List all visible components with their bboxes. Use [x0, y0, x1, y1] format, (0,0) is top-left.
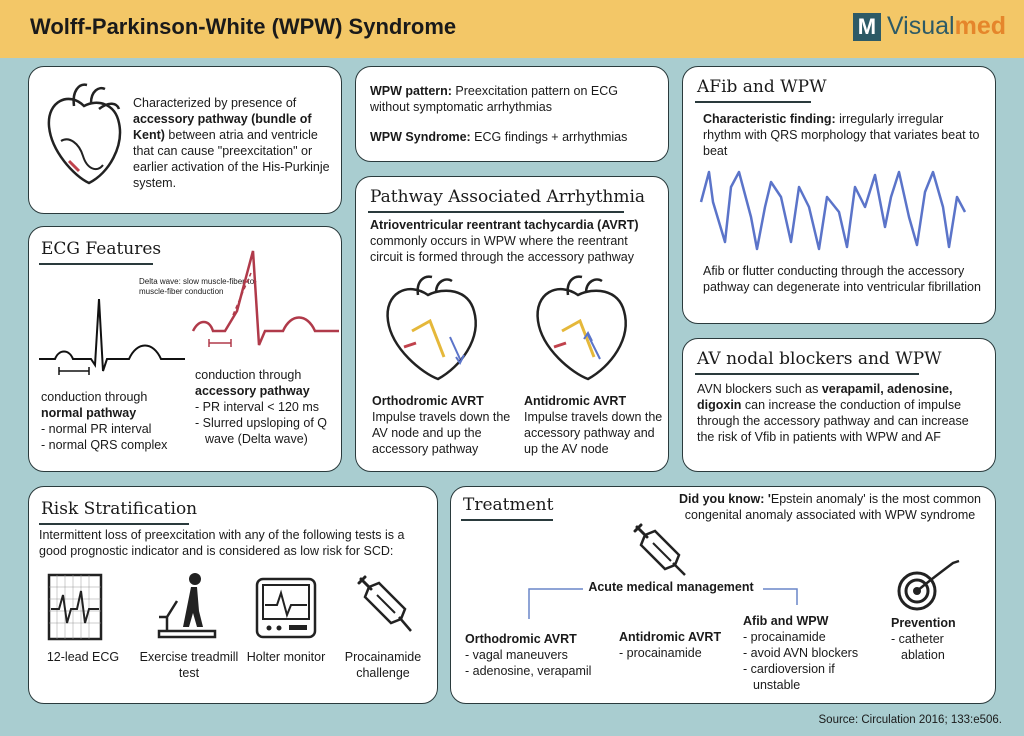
syringe-icon: [357, 575, 412, 632]
orthodromic-heart-icon: [386, 275, 477, 381]
anti-title: Antidromic AVRT: [524, 394, 627, 408]
page-title: Wolff-Parkinson-White (WPW) Syndrome: [30, 14, 457, 39]
holter-monitor-icon: [255, 577, 317, 639]
treat-ortho-title: Orthodromic AVRT: [465, 632, 577, 646]
risk-test-label: Exercise treadmill test: [139, 650, 239, 680]
risk-test-label: Holter monitor: [246, 650, 326, 664]
risk-test-label: 12-lead ECG: [46, 650, 120, 664]
afib-card: AFib and WPW Characteristic finding: irr…: [682, 66, 996, 324]
ecg-normal-item: normal PR interval: [41, 421, 181, 437]
intro-card: Characterized by presence of accessory p…: [28, 66, 342, 214]
treat-ortho-item: vagal maneuvers: [465, 647, 625, 663]
treadmill-icon: [157, 573, 217, 639]
treatment-card: Treatment Did you know: 'Epstein anomaly…: [450, 486, 996, 704]
afib-text: irregularly irregular rhythm with QRS mo…: [703, 112, 980, 158]
normal-ecg-trace: [39, 298, 185, 375]
ablation-target-icon: [897, 559, 960, 611]
treat-afib-item: procainamide: [743, 629, 883, 645]
pattern-l2-text: ECG findings + arrhythmias: [470, 130, 628, 144]
ecg-acc-l2: accessory pathway: [195, 384, 310, 398]
risk-card: Risk Stratification Intermittent loss of…: [28, 486, 438, 704]
pathway-title: Pathway Associated Arrhythmia: [370, 187, 646, 207]
anti-text: Impulse travels down the accessory pathw…: [524, 410, 663, 456]
ortho-title: Orthodromic AVRT: [372, 394, 484, 408]
afib-bottom: Afib or flutter conducting through the a…: [703, 264, 981, 294]
pathway-intro-text: commonly occurs in WPW where the reentra…: [370, 234, 635, 264]
pattern-l2-bold: WPW Syndrome:: [370, 130, 471, 144]
ecg-normal-l1: conduction through: [41, 390, 148, 404]
treat-anti-item: procainamide: [619, 645, 739, 661]
source-note: Source: Circulation 2016; 133:e506.: [818, 714, 1002, 726]
ecg-acc-item: Slurred upsloping of Q wave (Delta wave): [195, 415, 340, 447]
intro-pre: Characterized by presence of: [133, 96, 297, 110]
avn-post: can increase the conduction of impulse t…: [697, 398, 969, 444]
dyk-text: Epstein anomaly' is the most common cong…: [684, 492, 981, 522]
ecg-acc-l1: conduction through: [195, 368, 302, 382]
intro-post: between atria and ventricle that can cau…: [133, 128, 330, 190]
acute-label: Acute medical management: [588, 580, 754, 594]
logo-mark: M: [852, 12, 881, 41]
ecg-normal-l2: normal pathway: [41, 406, 137, 420]
pattern-l1-bold: WPW pattern:: [370, 84, 452, 98]
treat-anti-title: Antidromic AVRT: [619, 630, 722, 644]
avn-pre: AVN blockers such as: [697, 382, 822, 396]
logo: M Visualmed: [852, 12, 1006, 41]
risk-title: Risk Stratification: [41, 499, 198, 519]
ecg-normal-item: normal QRS complex: [41, 437, 181, 453]
ortho-text: Impulse travels down the AV node and up …: [372, 410, 511, 456]
ecg-title: ECG Features: [41, 239, 162, 259]
afib-title: AFib and WPW: [697, 77, 827, 97]
pattern-l1-text: Preexcitation pattern on ECG without sym…: [370, 84, 618, 114]
risk-text: Intermittent loss of preexcitation with …: [39, 528, 405, 558]
logo-text-a: Visual: [886, 12, 955, 40]
treat-ortho-item: adenosine, verapamil: [465, 663, 625, 679]
ecg-acc-item: PR interval < 120 ms: [195, 399, 340, 415]
avn-title: AV nodal blockers and WPW: [697, 349, 942, 369]
treat-afib-title: Afib and WPW: [743, 614, 829, 628]
delta-note: Delta wave: slow muscle-fiber-to-muscle-…: [139, 277, 257, 296]
syringe-icon: [633, 523, 686, 576]
ecg-card: ECG Features Delta wave: slow muscle-fib…: [28, 226, 342, 472]
prevention-item: catheter ablation: [891, 631, 991, 663]
logo-text-b: med: [954, 12, 1006, 40]
pathway-card: Pathway Associated Arrhythmia Atrioventr…: [355, 176, 669, 472]
heart-icon: [47, 83, 122, 185]
intro-bold: accessory pathway (bundle of Kent): [133, 112, 312, 142]
risk-test-label: Procainamide challenge: [344, 650, 422, 680]
treatment-title: Treatment: [463, 495, 554, 515]
dyk-bold: Did you know: ': [679, 492, 771, 506]
treat-afib-item: cardioversion if unstable: [743, 661, 883, 693]
treat-afib-item: avoid AVN blockers: [743, 645, 883, 661]
ecg-monitor-icon: [47, 573, 103, 641]
pattern-card: WPW pattern: Preexcitation pattern on EC…: [355, 66, 669, 162]
antidromic-heart-icon: [536, 275, 627, 381]
afib-bold: Characteristic finding:: [703, 112, 836, 126]
prevention-title: Prevention: [891, 616, 956, 630]
acute-connector: [528, 588, 798, 619]
avn-bold: verapamil, adenosine, digoxin: [697, 382, 953, 412]
pathway-intro-bold: Atrioventricular reentrant tachycardia (…: [370, 218, 639, 232]
accessory-ecg-trace: [191, 250, 339, 347]
afib-ecg-trace: [699, 170, 967, 251]
avn-card: AV nodal blockers and WPW AVN blockers s…: [682, 338, 996, 472]
